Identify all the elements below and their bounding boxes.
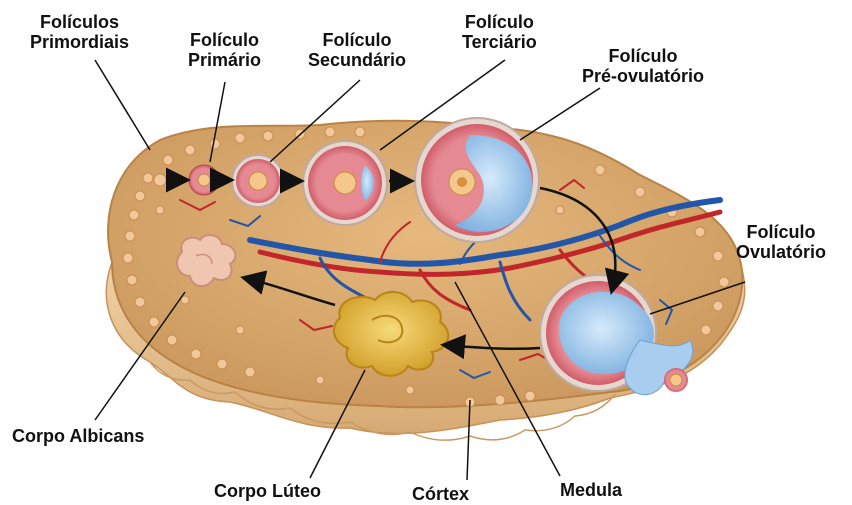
label-primordial-follicles: FolículosPrimordiais (30, 12, 129, 52)
label-primary-follicle: FolículoPrimário (188, 30, 261, 70)
label-medulla: Medula (560, 480, 622, 500)
label-corpus-luteum: Corpo Lúteo (214, 481, 321, 501)
tertiary-follicle (303, 141, 387, 225)
label-cortex: Córtex (412, 484, 469, 504)
corpus-luteum (334, 292, 448, 376)
label-ovulatory-follicle: FolículoOvulatório (736, 222, 826, 262)
label-corpus-albicans: Corpo Albicans (12, 426, 144, 446)
label-preovulatory-follicle: FolículoPré-ovulatório (582, 46, 704, 86)
label-secondary-follicle: FolículoSecundário (308, 30, 406, 70)
label-tertiary-follicle: FolículoTerciário (462, 12, 537, 52)
secondary-follicle (232, 155, 284, 207)
primordial-follicle (154, 174, 166, 186)
primary-follicle (189, 165, 219, 195)
preovulatory-follicle (415, 118, 539, 242)
